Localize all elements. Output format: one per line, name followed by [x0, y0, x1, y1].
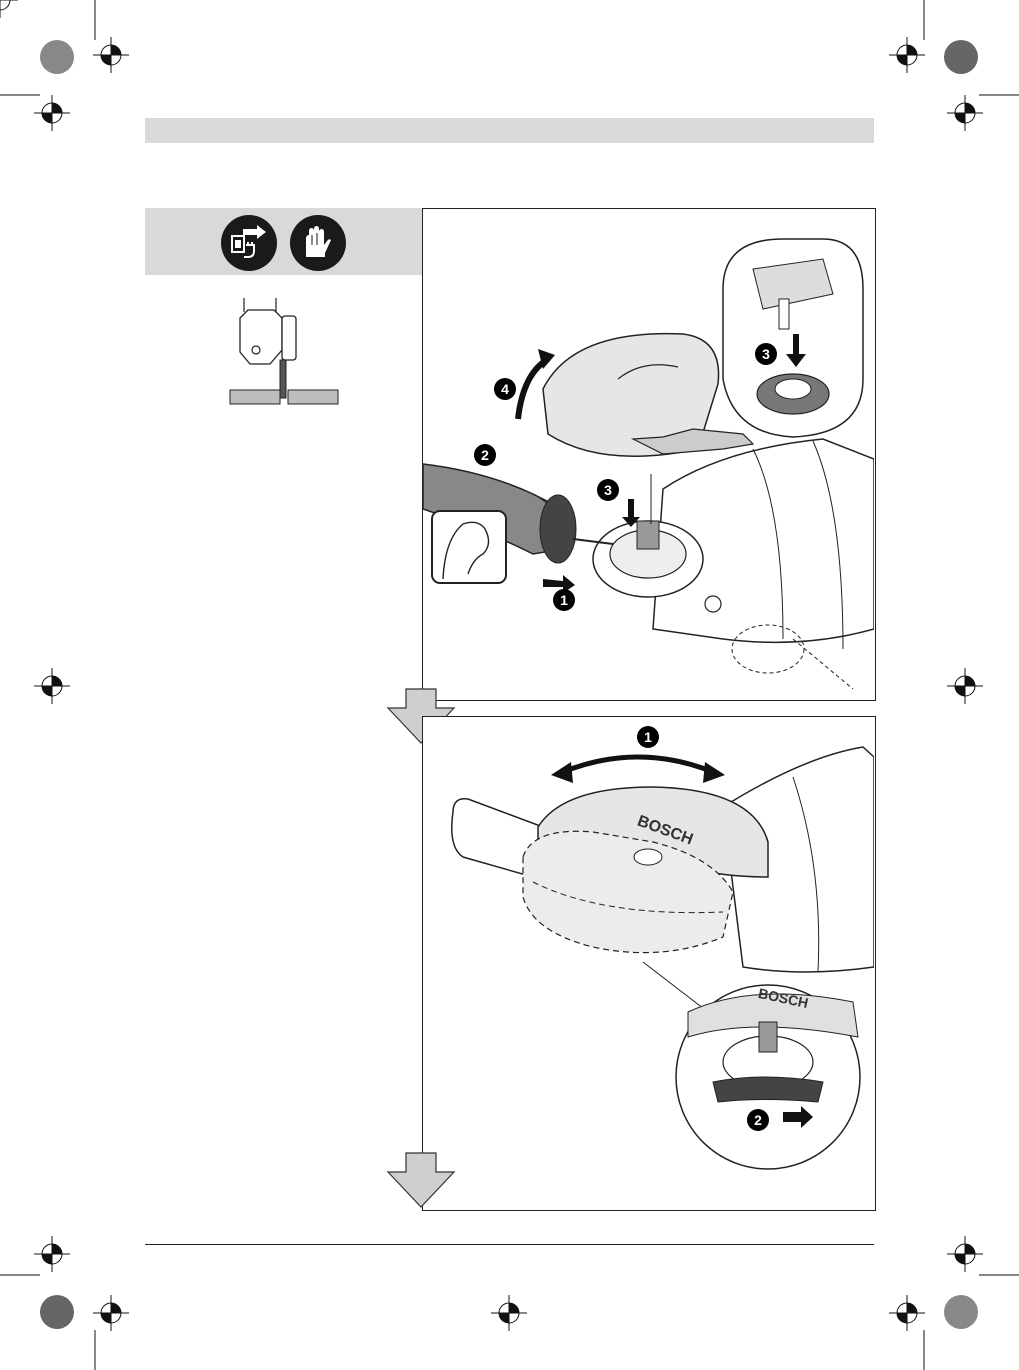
print-registration-marks [0, 0, 1019, 1370]
